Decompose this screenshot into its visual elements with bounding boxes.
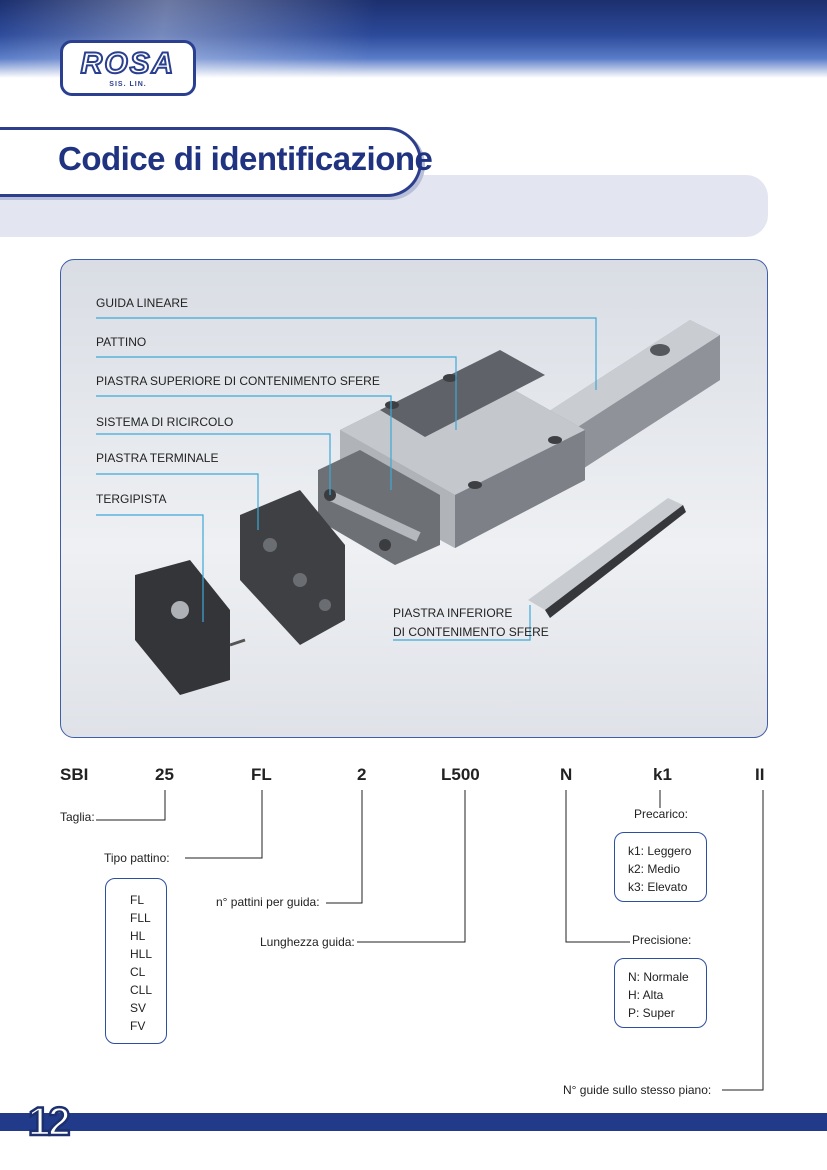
callout-piastra-terminale: PIASTRA TERMINALE <box>96 451 219 465</box>
tipo-option: FV <box>130 1019 146 1033</box>
precarico-option: k1: Leggero <box>628 844 692 858</box>
label-n-guide: N° guide sullo stesso piano: <box>563 1083 712 1097</box>
footer-band <box>0 1113 827 1131</box>
lower-retainer-illustration <box>528 498 686 618</box>
precisione-option: N: Normale <box>628 970 689 984</box>
precarico-option: k3: Elevato <box>628 880 688 894</box>
code-segment-rails-same-plane: II <box>755 765 765 784</box>
tipo-pattino-options-box: FL FLL HL HLL CL CLL SV FV <box>105 878 167 1044</box>
code-segment-precision: N <box>560 765 573 784</box>
code-segment-blocks-per-rail: 2 <box>357 765 367 784</box>
precarico-options-box: k1: Leggero k2: Medio k3: Elevato <box>614 832 707 902</box>
page-number: 12 <box>27 1099 72 1146</box>
tipo-option: CL <box>130 965 146 979</box>
title-pill <box>0 127 422 197</box>
end-plate-illustration <box>240 490 345 645</box>
tipo-option: HLL <box>130 947 153 961</box>
logo-subtext: SIS. LIN. <box>109 81 147 88</box>
callout-pattino: PATTINO <box>96 335 147 349</box>
tipo-option: HL <box>130 929 146 943</box>
page-title: Codice di identificazione <box>58 140 433 177</box>
precisione-option: H: Alta <box>628 988 664 1002</box>
label-taglia: Taglia: <box>60 810 95 824</box>
label-n-pattini: n° pattini per guida: <box>216 895 320 909</box>
tipo-option: FLL <box>130 911 151 925</box>
precarico-option: k2: Medio <box>628 862 681 876</box>
tipo-option: SV <box>130 1001 147 1015</box>
label-tipo-pattino: Tipo pattino: <box>104 851 170 865</box>
code-segment-size: 25 <box>155 765 174 784</box>
code-segment-series: SBI <box>60 765 89 784</box>
code-segment-rail-length: L500 <box>441 765 480 784</box>
recirculation-illustration <box>318 450 440 565</box>
precisione-options-box: N: Normale H: Alta P: Super <box>614 958 707 1028</box>
precisione-option: P: Super <box>628 1006 675 1020</box>
callout-sistema-ricircolo: SISTEMA DI RICIRCOLO <box>96 415 234 429</box>
label-precarico: Precarico: <box>634 807 689 821</box>
callout-piastra-inferiore-line2: DI CONTENIMENTO SFERE <box>393 625 549 639</box>
code-segment-preload: k1 <box>653 765 672 784</box>
tipo-option: CLL <box>130 983 153 997</box>
company-logo: ROSA SIS. LIN. <box>60 40 196 96</box>
logo-text: ROSA <box>80 46 176 81</box>
tipo-option: FL <box>130 893 145 907</box>
label-lunghezza-guida: Lunghezza guida: <box>260 935 355 949</box>
code-segment-block-type: FL <box>251 765 272 784</box>
callout-tergipista: TERGIPISTA <box>96 492 167 506</box>
callout-leader-lines <box>96 317 597 641</box>
callout-piastra-superiore: PIASTRA SUPERIORE DI CONTENIMENTO SFERE <box>96 374 380 388</box>
code-connector-lines <box>96 790 764 1091</box>
wiper-illustration <box>135 560 246 695</box>
callout-piastra-inferiore-line1: PIASTRA INFERIORE <box>393 606 513 620</box>
label-precisione: Precisione: <box>632 933 692 947</box>
callout-guida-lineare: GUIDA LINEARE <box>96 296 189 310</box>
